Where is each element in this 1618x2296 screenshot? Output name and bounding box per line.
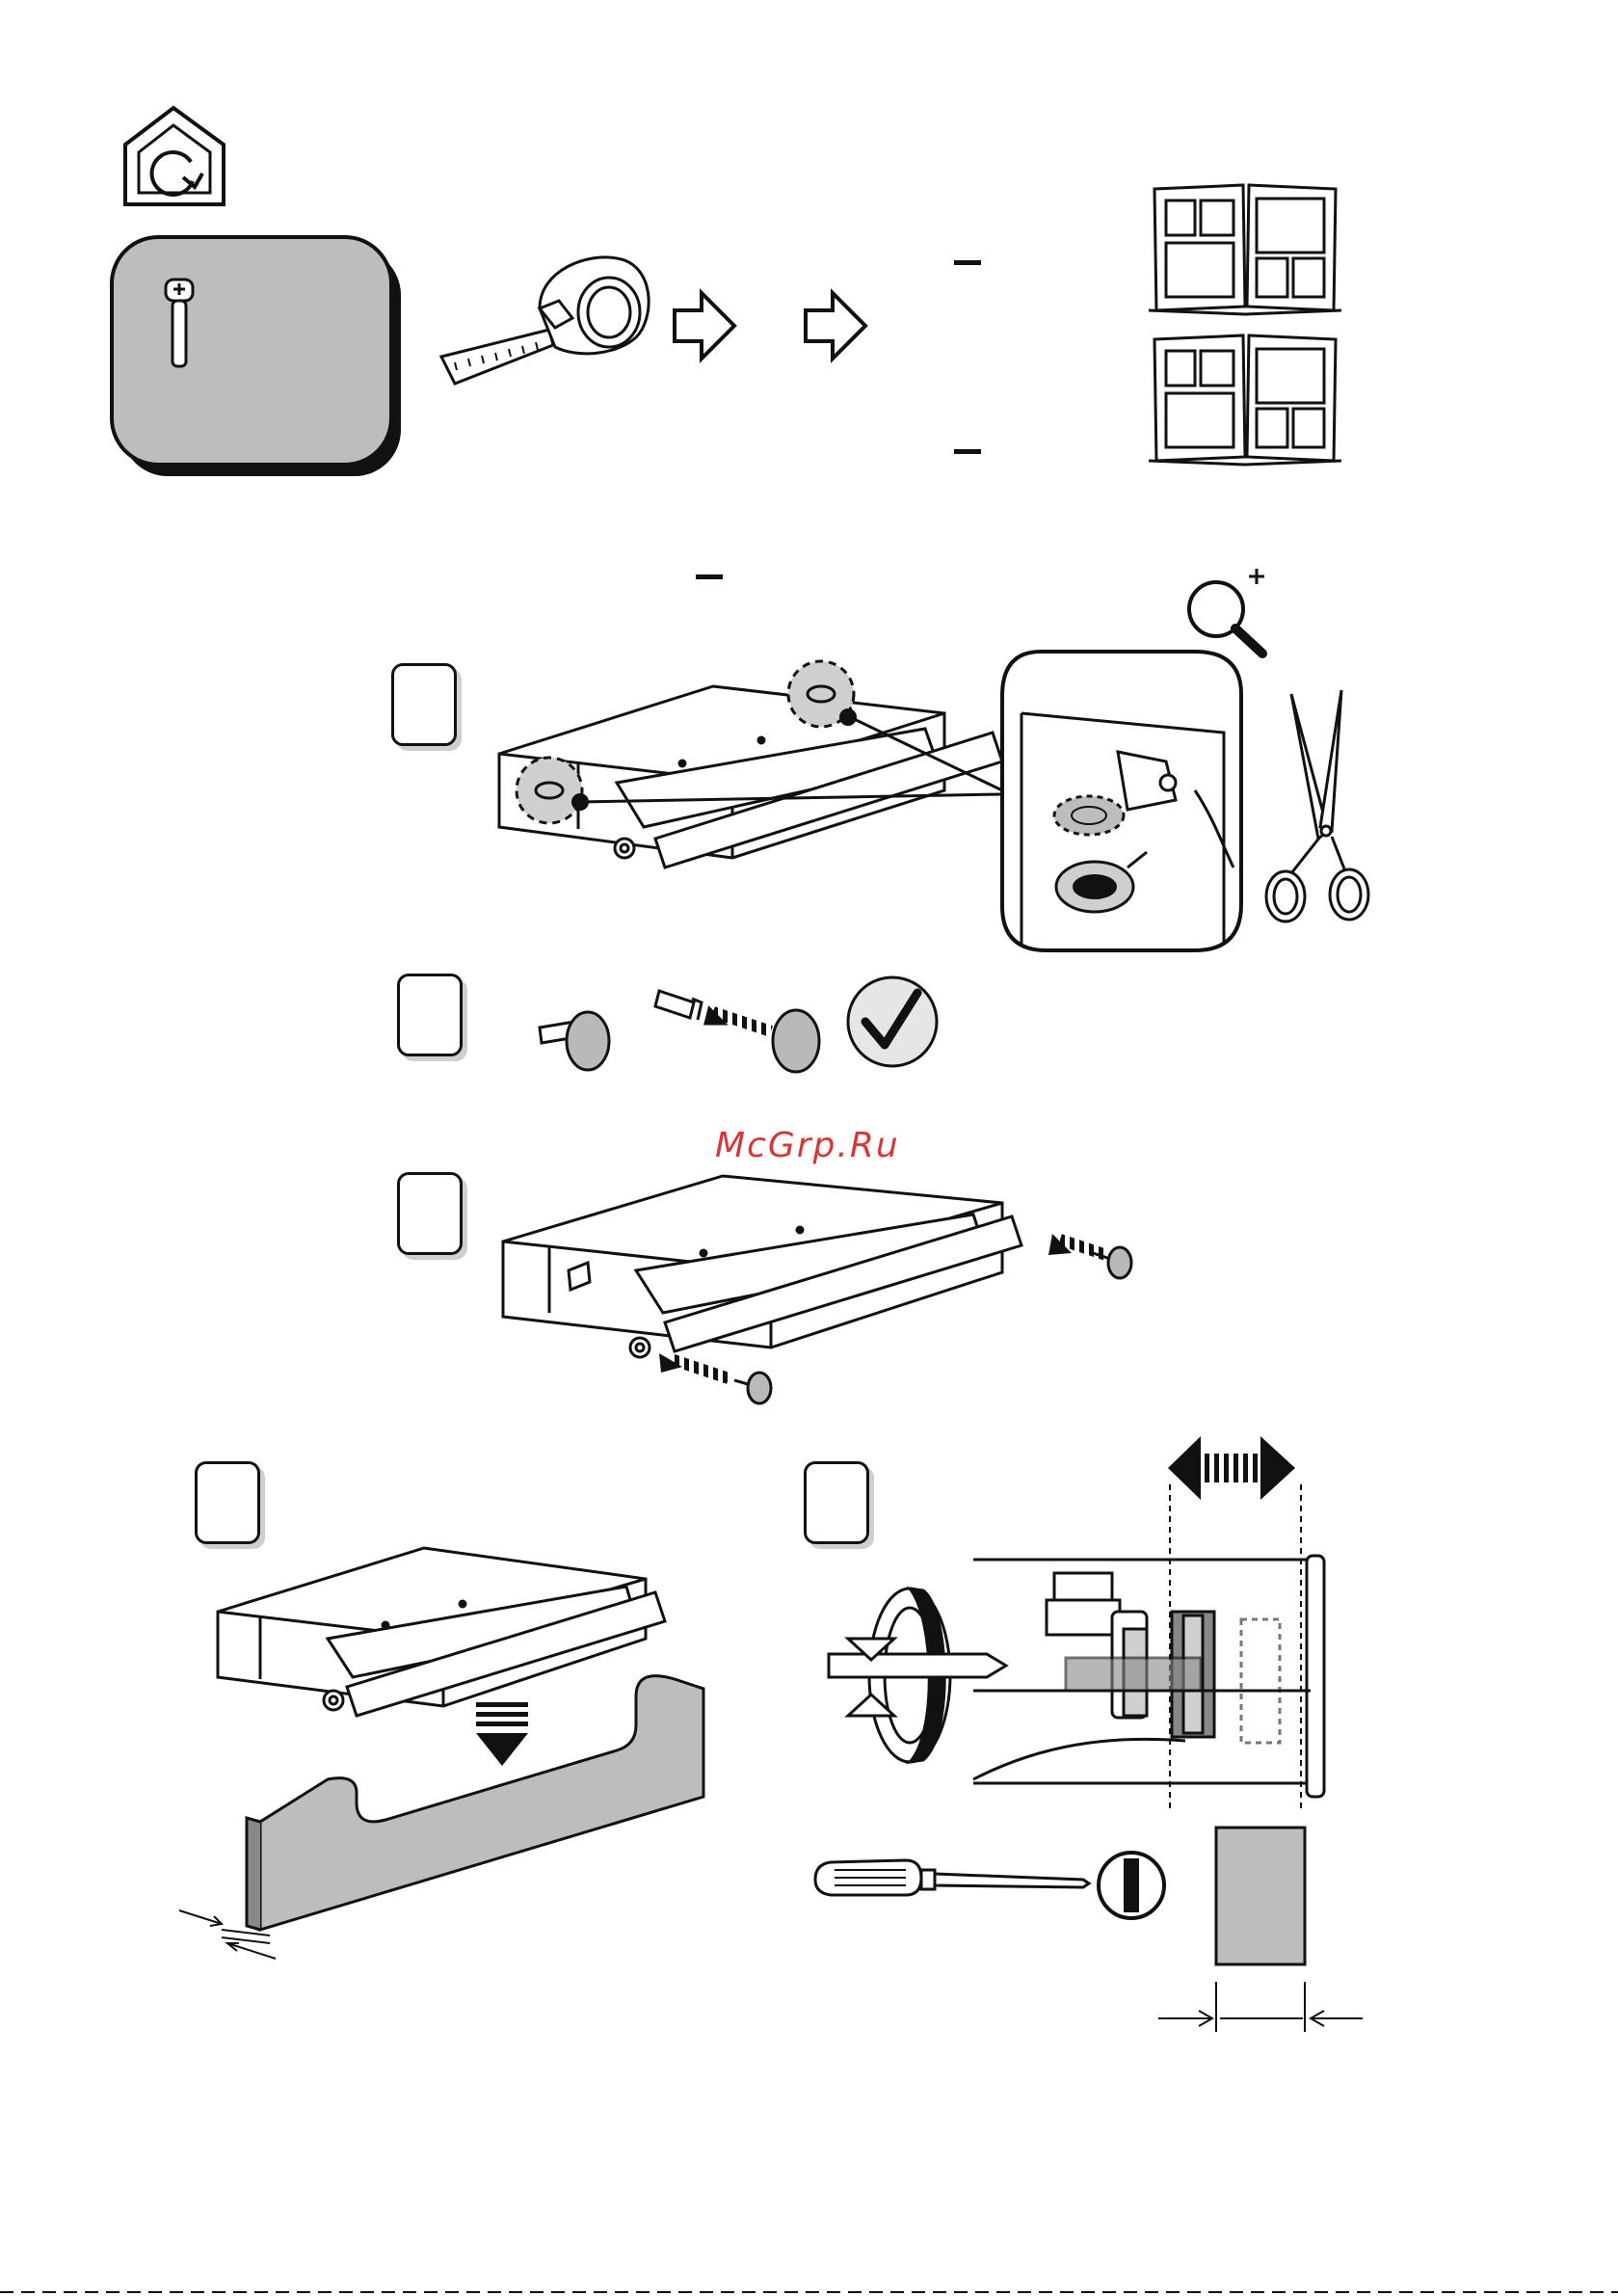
step-box-2 [397, 974, 463, 1056]
scissors-icon [1266, 690, 1368, 921]
step-box-4 [195, 1461, 260, 1544]
screwdriver-icon [815, 1860, 1089, 1895]
hinge-cross-section [973, 1556, 1324, 1797]
tape-measure-icon [441, 257, 649, 384]
manual-book-icon [1149, 335, 1341, 465]
arrow-right-icon [675, 293, 734, 359]
dash-mark [696, 574, 723, 579]
pin-part [540, 1012, 609, 1070]
spacer-block [1158, 1828, 1363, 2032]
watermark-text: McGrp.Ru [715, 1126, 900, 1165]
drawer-unit-step4 [218, 1548, 665, 1716]
double-arrow-icon [1168, 1436, 1295, 1500]
step-box-5 [804, 1461, 869, 1544]
arrow-right-icon [806, 293, 865, 359]
rotate-adjust-icon [829, 1589, 1006, 1762]
house-rotate-icon [125, 108, 224, 204]
checkmark-icon [848, 977, 937, 1066]
screw-panel [112, 237, 401, 476]
drawer-unit-step3 [503, 1176, 1021, 1357]
step-box-3 [397, 1172, 463, 1255]
manual-book-icon [1149, 185, 1341, 314]
flathead-slot-icon [1099, 1853, 1164, 1918]
front-profile-panel [179, 1676, 703, 1959]
dash-mark [954, 260, 981, 265]
dash-mark [954, 449, 981, 454]
zoom-inset [1002, 652, 1241, 950]
down-arrow [476, 1698, 528, 1766]
step-box-1 [391, 663, 457, 746]
magnifier-plus-icon [1189, 569, 1264, 654]
pin-assembled [655, 991, 819, 1072]
